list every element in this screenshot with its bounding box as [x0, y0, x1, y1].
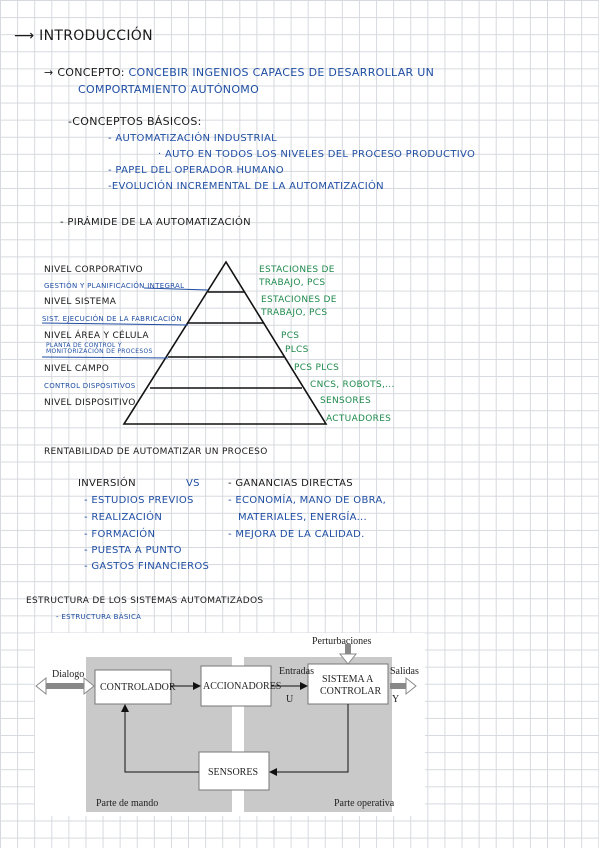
concepto-item: - Automatización industrial [108, 133, 277, 144]
pyramid-right-extra: CNCs, robots,... [310, 380, 395, 390]
pyramid-underline [143, 287, 209, 291]
pyramid-outline [122, 260, 328, 425]
pyramid-level-desc: Gestión y planificación integral [44, 282, 185, 290]
intro-heading: ⟶ Introducción [14, 28, 153, 44]
salidas-arrow-head [405, 676, 417, 696]
pyramid-underline [41, 322, 189, 326]
ganancias-item: - Economía, mano de obra, [228, 495, 387, 506]
pyramid-level-name: Nivel sistema [44, 297, 117, 307]
pyramid-level-right: PCs PLCs [294, 363, 340, 373]
sistema-label-2: CONTROLAR [320, 686, 381, 697]
estructura-sub: - Estructura básica [56, 613, 142, 621]
intro-title: Introducción [39, 28, 153, 44]
parte-mando-label: Parte de mando [96, 798, 158, 809]
pyramid-level-name: Nivel corporativo [44, 265, 143, 275]
perturbaciones-label: Perturbaciones [312, 636, 372, 647]
rentabilidad-heading: Rentabilidad de automatizar un proceso [44, 447, 268, 457]
concepto-item: - Papel del operador humano [108, 165, 284, 176]
pyramid-level-right: PCs [281, 331, 300, 341]
accionadores-label: ACCIONADORES [203, 681, 281, 692]
perturbaciones-arrow-head [338, 653, 358, 665]
inversion-item: - Puesta a punto [84, 545, 182, 556]
ganancias-item: - Mejora de la calidad. [228, 529, 365, 540]
inversion-heading: Inversión [78, 478, 136, 489]
pyramid-underline [41, 356, 169, 359]
dialogo-label: Dialogo [52, 669, 84, 680]
concepto-text-1: Concebir ingenios capaces de desarrollar… [128, 66, 435, 79]
pyramid-level-name: Nivel campo [44, 364, 110, 374]
concepto-label: Concepto: [57, 66, 125, 79]
sensores-box [198, 751, 270, 791]
pyramid-level-right: PLCs [285, 345, 309, 355]
estructura-heading: Estructura de los sistemas automatizados [26, 596, 264, 606]
sensores-label: SENSORES [208, 767, 258, 778]
arrow-right-icon: → [44, 66, 54, 79]
concepto-text-2: comportamiento autónomo [78, 83, 260, 96]
concepto-line: → Concepto: Concebir ingenios capaces de… [44, 66, 434, 79]
pyramid-right-extra: sensores [320, 396, 371, 406]
feedback-arrow [121, 704, 199, 773]
pyramid-level-name: Nivel dispositivo [44, 398, 136, 408]
inversion-item: - Estudios previos [84, 495, 194, 506]
vs-label: vs [186, 478, 200, 489]
inversion-item: - Gastos financieros [84, 561, 210, 572]
dialogo-arrow-right [83, 676, 95, 696]
pyramid-level-desc: Planta de control y monitorización de pr… [46, 342, 153, 355]
conceptos-basicos-heading: -Conceptos básicos: [68, 115, 202, 128]
inversion-item: - Formación [84, 529, 156, 540]
inversion-item: - Realización [84, 512, 163, 523]
y-label: Y [392, 694, 399, 705]
controlador-label: CONTROLADOR [100, 682, 176, 693]
accionadores-box [200, 665, 272, 707]
pyramid-level-desc: Sist. ejecución de la fabricación [42, 315, 182, 323]
sistema-label-1: SISTEMA A [322, 674, 374, 685]
ganancias-item: materiales, energía... [238, 512, 368, 523]
sistema-box [307, 663, 389, 705]
entradas-label: Entradas [279, 666, 314, 677]
dialogo-arrow-left [35, 676, 47, 696]
pyramid-level-right: Estaciones de trabajo, PCs [259, 265, 335, 288]
feedback-arrow [269, 704, 349, 776]
pyramid-level-right: Estaciones de trabajo, PCs [261, 295, 337, 318]
salidas-label: Salidas [390, 666, 419, 677]
controlador-box [94, 669, 172, 705]
arrow-right-icon: ⟶ [14, 28, 35, 44]
u-label: U [286, 694, 294, 705]
parte-operativa-label: Parte operativa [334, 798, 395, 809]
pyramid-level-desc: Control dispositivos [44, 382, 136, 390]
piramide-heading: - Pirámide de la automatización [60, 217, 251, 228]
concepto-item: -Evolución incremental de la automatizac… [108, 181, 384, 192]
pyramid-level-name: Nivel área y célula [44, 331, 149, 341]
pyramid-right-extra: actuadores [326, 414, 392, 424]
ganancias-heading: - Ganancias directas [228, 478, 353, 489]
concepto-subitem: · Auto en todos los niveles del proceso … [158, 149, 476, 160]
